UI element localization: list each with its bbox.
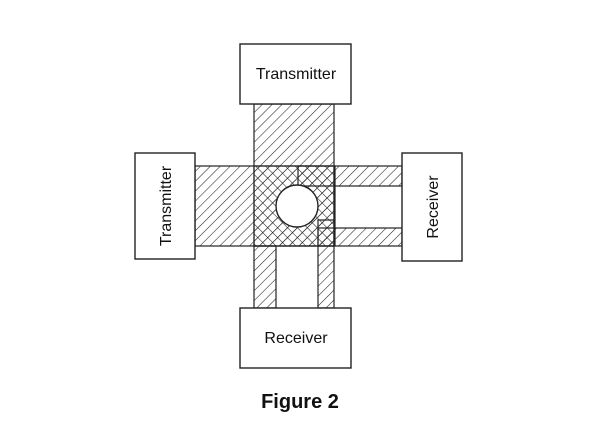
bottom-receiver: Receiver bbox=[239, 307, 352, 369]
bottom-receiver-box bbox=[239, 307, 352, 369]
right-receiver-box bbox=[401, 152, 463, 262]
obstacle-circle bbox=[275, 184, 319, 228]
top-transmitter-box bbox=[239, 43, 352, 105]
left-transmitter-label: Transmitter bbox=[158, 165, 175, 246]
right-receiver-label: Receiver bbox=[425, 175, 442, 239]
top-transmitter: Transmitter bbox=[239, 43, 352, 105]
beam-right-top-split bbox=[297, 165, 403, 187]
beam-right-bottom-split bbox=[317, 227, 403, 247]
bottom-receiver-label: Receiver bbox=[264, 330, 328, 347]
top-transmitter-label: Transmitter bbox=[256, 66, 337, 83]
left-transmitter-box bbox=[134, 152, 196, 260]
left-transmitter: Transmitter bbox=[134, 152, 196, 260]
right-receiver: Receiver bbox=[401, 152, 463, 262]
figure-caption: Figure 2 bbox=[261, 391, 339, 413]
beam-bottom-left-split bbox=[253, 245, 277, 309]
